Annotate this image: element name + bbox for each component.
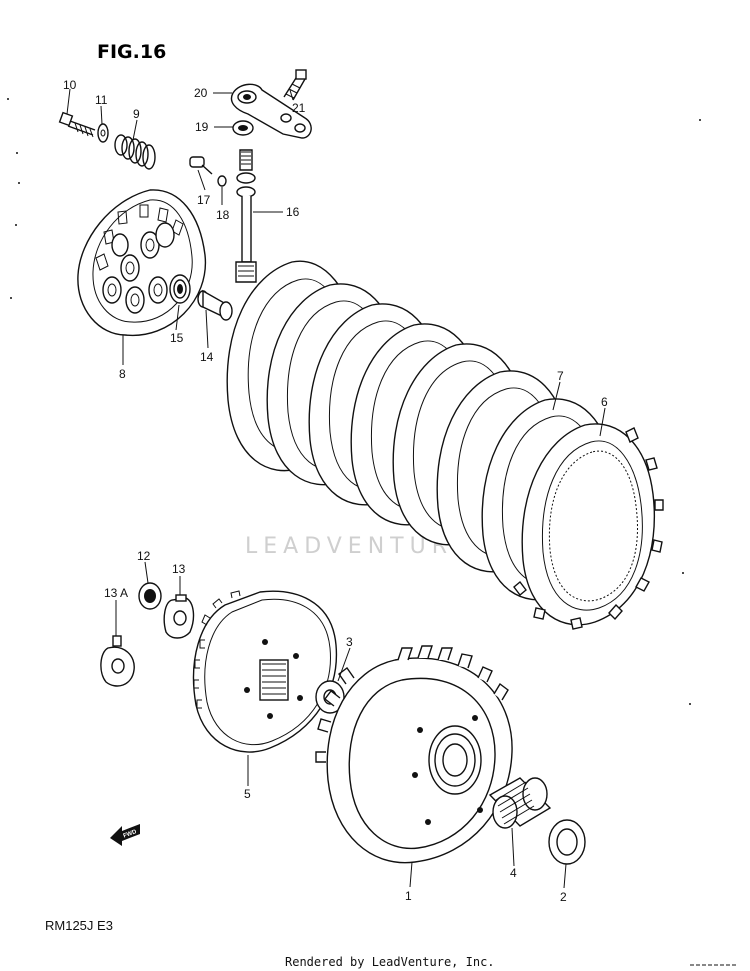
callout-16: 16	[286, 205, 300, 219]
callout-9: 9	[133, 107, 140, 121]
fwd-arrow-icon: FWD	[110, 824, 140, 846]
callout-3: 3	[346, 635, 353, 649]
callout-6: 6	[601, 395, 608, 409]
callout-21: 21	[292, 101, 306, 115]
part-push-piece-14	[197, 289, 233, 321]
callout-17: 17	[197, 193, 211, 207]
part-lock-washer-13a	[100, 635, 135, 687]
callout-15: 15	[170, 331, 184, 345]
part-clutch-housing-1	[315, 645, 513, 864]
figure-title: FIG.16	[97, 41, 166, 63]
part-bolt-10	[58, 111, 96, 138]
part-oil-seal-19	[232, 120, 254, 136]
callout-1: 1	[405, 889, 412, 903]
part-bolt-21	[283, 69, 307, 101]
callout-5: 5	[244, 787, 251, 801]
part-sleeve-hub-5	[192, 590, 338, 753]
callout-13: 13	[172, 562, 186, 576]
callout-8: 8	[119, 367, 126, 381]
callout-18: 18	[216, 208, 230, 222]
part-thrust-washer-13	[163, 594, 195, 639]
part-bearing-12	[138, 582, 162, 610]
callout-labels: 10 11 9 20 21 19 17 18 16 15 14 8 7 6 12…	[63, 78, 608, 904]
part-bearing-15	[169, 274, 191, 304]
callout-10: 10	[63, 78, 77, 92]
callout-2: 2	[560, 890, 567, 904]
part-pressure-plate-8	[77, 189, 207, 337]
part-thrust-washer-2	[548, 819, 586, 865]
part-washer-18	[217, 175, 227, 187]
part-washer-11	[97, 123, 109, 143]
callout-13a: 13 A	[104, 586, 128, 600]
part-spring-9	[114, 134, 156, 170]
part-needle-bearing-4	[488, 777, 552, 829]
callout-11: 11	[95, 93, 108, 107]
part-release-camshaft-16	[235, 149, 257, 283]
part-screw-17	[189, 156, 213, 175]
scan-specks	[7, 98, 701, 705]
fwd-label: FWD	[123, 829, 139, 840]
callout-19: 19	[195, 120, 209, 134]
footer-credit: Rendered by LeadVenture, Inc.	[285, 955, 495, 969]
part-release-arm-20	[230, 83, 312, 139]
callout-4: 4	[510, 866, 517, 880]
callout-20: 20	[194, 86, 208, 100]
callout-14: 14	[200, 350, 214, 364]
model-code: RM125J E3	[45, 918, 113, 933]
part-clutch-plates-stack	[226, 260, 664, 630]
callout-7: 7	[557, 369, 564, 383]
leader-lines	[66, 88, 606, 889]
callout-12: 12	[137, 549, 151, 563]
